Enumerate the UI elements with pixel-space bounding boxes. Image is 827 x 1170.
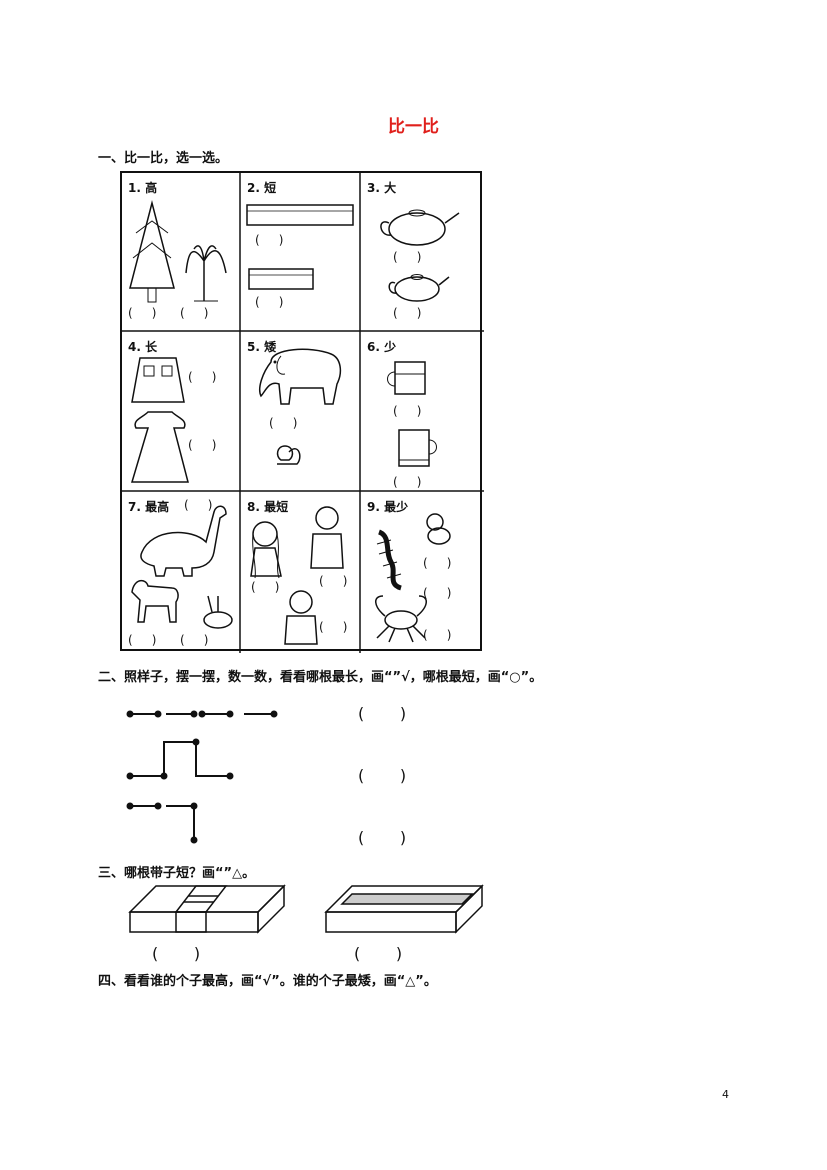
small-animals-illustration [375,513,451,643]
stick-arrangement-3 [126,802,198,844]
answer-paren[interactable]: ( ) [180,633,209,647]
cell-label: 9. 最少 [367,500,409,514]
box-right [324,884,484,934]
cell-label: 4. 长 [128,340,158,354]
answer-paren[interactable]: ( ) [393,475,422,489]
answer-paren[interactable]: ( ) [393,404,422,418]
grid-lines [122,173,484,653]
section-4-heading: 四、看看谁的个子最高，画“√”。谁的个子最矮，画“△”。 [98,974,437,989]
answer-paren[interactable]: ( ) [180,306,209,320]
answer-paren[interactable]: ( ) [319,620,348,634]
answer-paren[interactable]: ( ) [128,633,157,647]
cell-label: 1. 高 [128,181,158,195]
elephant-squirrel-illustration [259,348,342,465]
cell-label: 2. 短 [247,181,277,195]
answer-paren[interactable]: ( ) [255,233,284,247]
stick-arrangement-1 [126,710,278,718]
answer-paren[interactable]: ( ) [393,250,422,264]
answer-paren[interactable]: ( ) [358,828,407,847]
cell-6: 6. 少 ( ) ( ) [361,332,481,491]
page-number: 4 [722,1088,729,1101]
cell-4: 4. 长 ( ) ( ) [122,332,242,491]
teapot-illustration [380,209,460,302]
page-title: 比一比 [388,117,439,137]
box-left [128,884,286,934]
stick-arrangements [126,710,278,844]
stick-arrangement-2 [126,738,234,780]
answer-paren[interactable]: ( ) [319,574,348,588]
answer-paren[interactable]: ( ) [251,580,280,594]
answer-paren[interactable]: ( ) [423,628,452,642]
cell-2: 2. 短 ( ) ( ) [241,173,361,332]
cell-1: 1. 高 ( ) ( ) [122,173,242,332]
answer-paren[interactable]: ( ) [354,944,403,963]
cup-illustration [387,361,437,467]
cell-9: 9. 最少 ( ) ( ) ( ) [361,492,481,651]
ribbon-boxes [128,884,484,934]
answer-paren[interactable]: ( ) [423,586,452,600]
section-3-heading: 三、哪根带子短？画“”△。 [98,866,256,881]
answer-paren[interactable]: ( ) [152,944,201,963]
answer-paren[interactable]: ( ) [188,370,217,384]
answer-paren[interactable]: ( ) [358,704,407,723]
answer-paren[interactable]: ( ) [255,295,284,309]
cell-label: 5. 矮 [247,340,277,354]
tree-illustration [129,200,227,303]
answer-paren[interactable]: ( ) [184,498,213,512]
cell-label: 3. 大 [367,181,397,195]
comparison-grid: 1. 高 ( ) ( ) 2. 短 ( ) ( ) 3. 大 [120,171,484,653]
animals-illustration [131,505,233,629]
answer-paren[interactable]: ( ) [128,306,157,320]
section-1-heading: 一、比一比，选一选。 [98,151,229,166]
cell-3: 3. 大 ( ) ( ) [361,173,481,332]
cell-label: 8. 最短 [247,500,289,514]
cell-7: 7. 最高 ( ) ( ) ( ) [122,492,242,651]
answer-paren[interactable]: ( ) [269,416,298,430]
people-illustration [250,506,344,645]
cell-8: 8. 最短 ( ) ( ) ( ) [241,492,361,651]
answer-paren[interactable]: ( ) [188,438,217,452]
answer-paren[interactable]: ( ) [358,766,407,785]
cell-5: 5. 矮 ( ) [241,332,361,491]
answer-paren[interactable]: ( ) [393,306,422,320]
answer-paren[interactable]: ( ) [423,556,452,570]
ruler-illustration [246,204,354,290]
clothing-illustration [130,357,189,483]
cell-label: 7. 最高 [128,500,170,514]
cell-label: 6. 少 [367,340,397,354]
section-2-heading: 二、照样子，摆一摆，数一数，看看哪根最长，画“”√，哪根最短，画“○”。 [98,670,543,685]
